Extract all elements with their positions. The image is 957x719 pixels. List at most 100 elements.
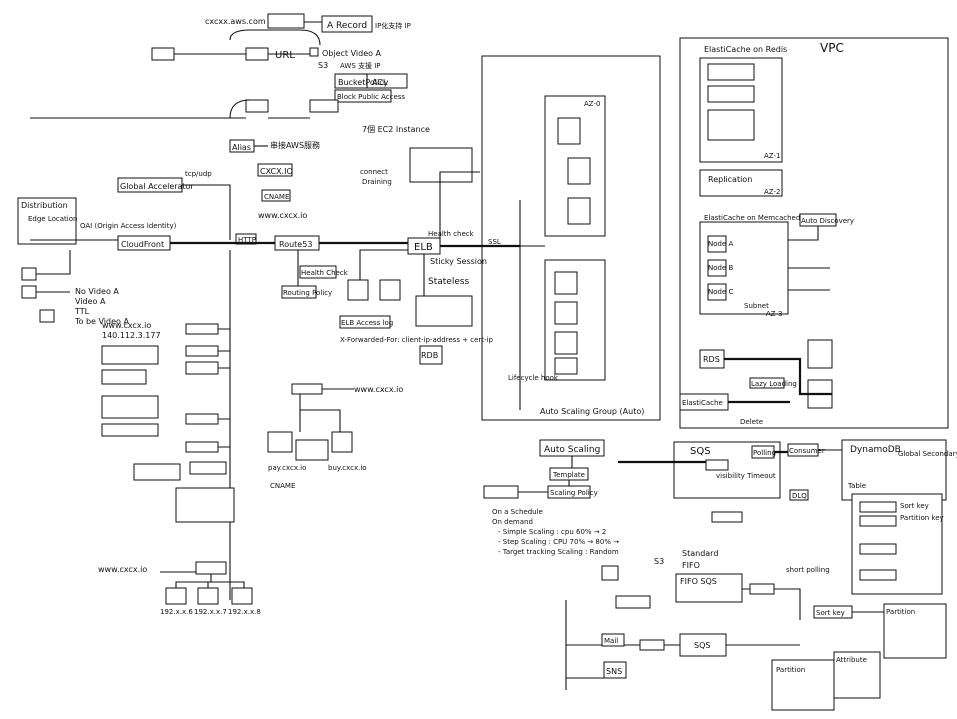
cxcx-io-label: CXCX.IO (260, 167, 293, 176)
dynamodb-label: DynamoDB (850, 445, 901, 455)
region-table-2 (101, 369, 147, 385)
partition-bottom-label: Partition (776, 666, 805, 674)
web-box-1 (347, 279, 369, 301)
buy-label: buy.cxcx.io (328, 464, 367, 472)
partition-section (883, 603, 947, 659)
route53-label: Route53 (279, 240, 312, 249)
fanout-box (615, 595, 651, 609)
client-box-1 (21, 267, 37, 281)
tcp-udp-label: tcp/udp (185, 170, 212, 178)
connect-label: connect (360, 168, 388, 176)
oai-label: OAI (Origin Access Identity) (80, 222, 177, 230)
container-stack (544, 259, 606, 381)
url-label: URL (275, 50, 295, 61)
edge-location-label: Edge Location (28, 215, 77, 223)
change-cname-box (295, 439, 329, 461)
sort-key-label-2: Sort key (816, 609, 845, 617)
item-1 (859, 501, 897, 513)
route-box-b (185, 345, 219, 357)
ec2-ip1 (165, 587, 187, 605)
top-left-box (151, 47, 175, 61)
arrow-www-label: www.cxcx.io (98, 565, 147, 574)
ip-label: 140.112.3.177 (102, 331, 161, 340)
template-label: Template (552, 471, 585, 479)
ec2-ip2 (197, 587, 219, 605)
ssl-label: SSL (488, 238, 501, 246)
fifo-sqs-box (675, 573, 743, 603)
http-label: HTTP (238, 236, 256, 244)
az2-label: AZ-2 (764, 188, 780, 196)
target-tracking-label: - Target tracking Scaling : Random (498, 548, 619, 556)
sns-box (603, 661, 627, 679)
video-a-label: Video A (75, 297, 106, 306)
node-a-label: Node A (708, 240, 733, 248)
alias-note: 串接AWS服務 (270, 140, 320, 150)
ec2-az0-2 (567, 157, 591, 185)
region-table-1 (101, 345, 159, 365)
ttl-label: TTL (74, 307, 90, 316)
server-grid (133, 463, 181, 481)
node-b-label: Node B (708, 264, 733, 272)
vpc-boundary (679, 37, 949, 429)
redis-node-c (707, 109, 755, 141)
a-record-note: IP化支持 IP (375, 21, 411, 30)
visibility-timeout-label: visibility Timeout (716, 472, 776, 480)
subnet-label: Subnet (744, 302, 769, 310)
partition-label: Partition (886, 608, 915, 616)
fifo-sqs-label: FIFO SQS (680, 577, 717, 586)
web-box-2 (379, 279, 401, 301)
redis-node-a (707, 63, 755, 81)
on-demand-label: On demand (492, 518, 533, 526)
region-table-4 (101, 423, 159, 437)
buy-box (331, 431, 353, 453)
polling-box-2 (749, 583, 775, 595)
ec2-ip3 (231, 587, 253, 605)
short-polling-label: short polling (786, 566, 830, 574)
domain-top-label: cxcxx.aws.com (205, 17, 266, 26)
mail-label: Mail (604, 637, 618, 645)
message-box (705, 459, 729, 471)
route-box-a (185, 323, 219, 335)
upper-box-2 (309, 99, 339, 113)
ec2-right-1 (807, 339, 833, 369)
replication-box (699, 169, 783, 197)
attribute-label: Attribute (836, 656, 867, 664)
sqs-left-box (601, 565, 619, 581)
no-video-label: No Video A (75, 287, 119, 296)
node-c-label: Node C (708, 288, 733, 296)
table-label: Table (847, 482, 866, 490)
fifo-label: FIFO (682, 561, 700, 570)
aws-note: AWS 支援 IP (340, 61, 381, 70)
redis-node-b (707, 85, 755, 103)
object-box (309, 47, 319, 57)
partition-box-bottom (771, 659, 835, 711)
auto-discovery-label: Auto Discovery (801, 217, 854, 225)
standard-label: Standard (682, 549, 718, 558)
container-d (554, 357, 578, 375)
node-a-box (707, 235, 727, 253)
cloudfront-label: CloudFront (121, 240, 164, 249)
item-3 (859, 543, 897, 555)
alias-label: Alias (232, 143, 251, 152)
replication-label: Replication (708, 175, 752, 184)
sticky-session-label: Sticky Session (430, 257, 487, 266)
route-box-d (185, 413, 219, 425)
elasticache-memcached-label: ElastiCache on Memcached (704, 214, 800, 222)
mail-box (601, 633, 625, 647)
region-table-3 (101, 395, 159, 419)
top-mid-box (245, 47, 269, 61)
stateless-label: Stateless (428, 277, 470, 287)
ip3-label: 192.x.x.8 (228, 608, 261, 616)
s3-top-label: S3 (318, 61, 328, 70)
sort-key-label: Sort key (900, 502, 929, 510)
global-secondary-label: Global Secondary Index (898, 450, 957, 458)
health-check-box (299, 265, 337, 279)
upper-box-1 (245, 99, 269, 113)
sqs-label: SQS (690, 446, 711, 457)
routing-policy-label: Routing Policy (283, 289, 332, 297)
auto-scaling-label: Auto Scaling (544, 445, 600, 455)
block-public-box (334, 89, 392, 103)
polling-label: Polling (753, 449, 776, 457)
geo-group (175, 487, 235, 523)
polling-box-3 (639, 639, 665, 651)
